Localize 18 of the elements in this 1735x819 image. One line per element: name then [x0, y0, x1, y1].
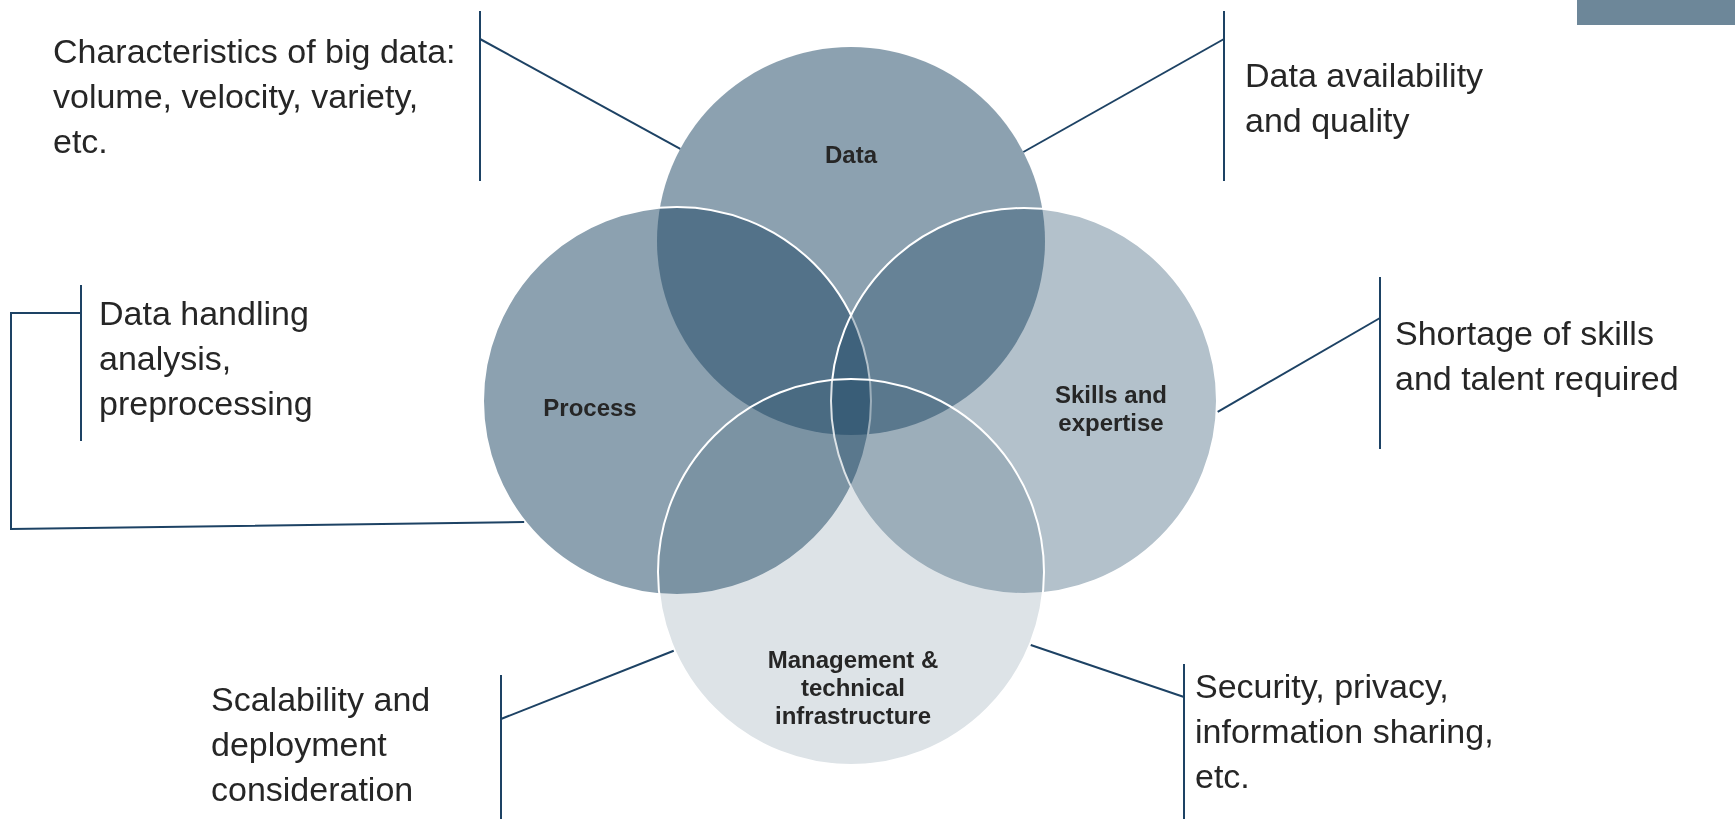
bracket-callout: [53, 11, 481, 181]
callout-text: Scalability and deployment consideration: [211, 679, 432, 810]
bracket-callout: [211, 675, 502, 819]
leader-line: [1216, 317, 1381, 413]
circle-label: Data: [824, 141, 879, 169]
circle-label: Process: [542, 394, 638, 422]
circle-label: Skills and expertise: [1053, 381, 1168, 437]
callout-text: Characteristics of big data: volume, velocity, variety, etc.: [53, 31, 457, 162]
callout-text: Security, privacy, information sharing, etc.: [1195, 666, 1495, 797]
leader-line: [479, 38, 682, 150]
leader-line: [10, 312, 526, 530]
leader-line: [1029, 644, 1185, 698]
callout-text: Data handling analysis, preprocessing: [99, 293, 314, 424]
circle-label: Management & technical infrastructure: [766, 646, 940, 730]
leader-line: [500, 649, 675, 720]
callout-text: Shortage of skills and talent required: [1395, 313, 1680, 399]
callout-text: Data availability and quality: [1245, 55, 1485, 141]
leader-line: [1022, 38, 1225, 153]
